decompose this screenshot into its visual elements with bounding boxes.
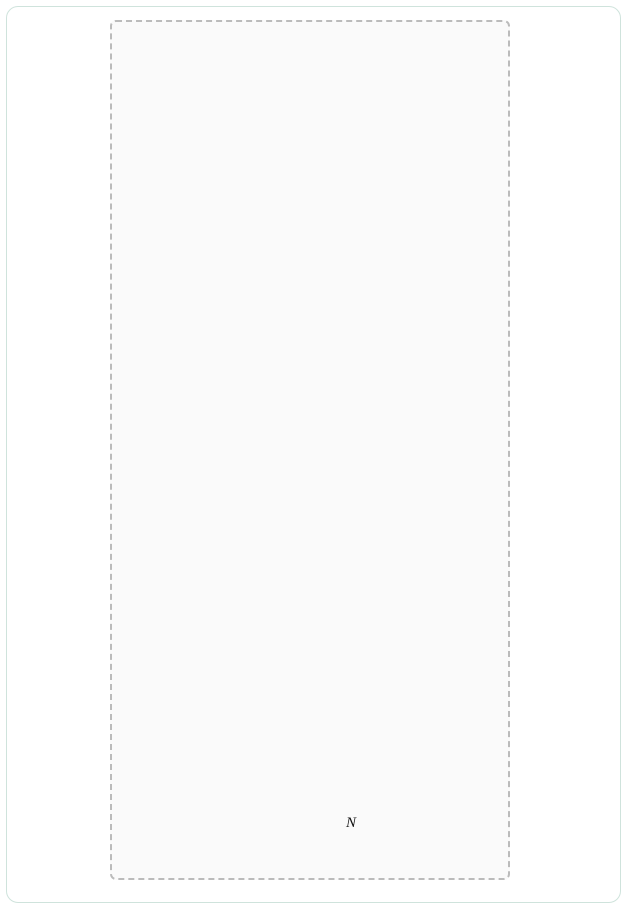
- figure-frame: [6, 6, 621, 903]
- dimension-label-n: N: [345, 815, 356, 831]
- hoist-drawing-placeholder: [110, 20, 510, 880]
